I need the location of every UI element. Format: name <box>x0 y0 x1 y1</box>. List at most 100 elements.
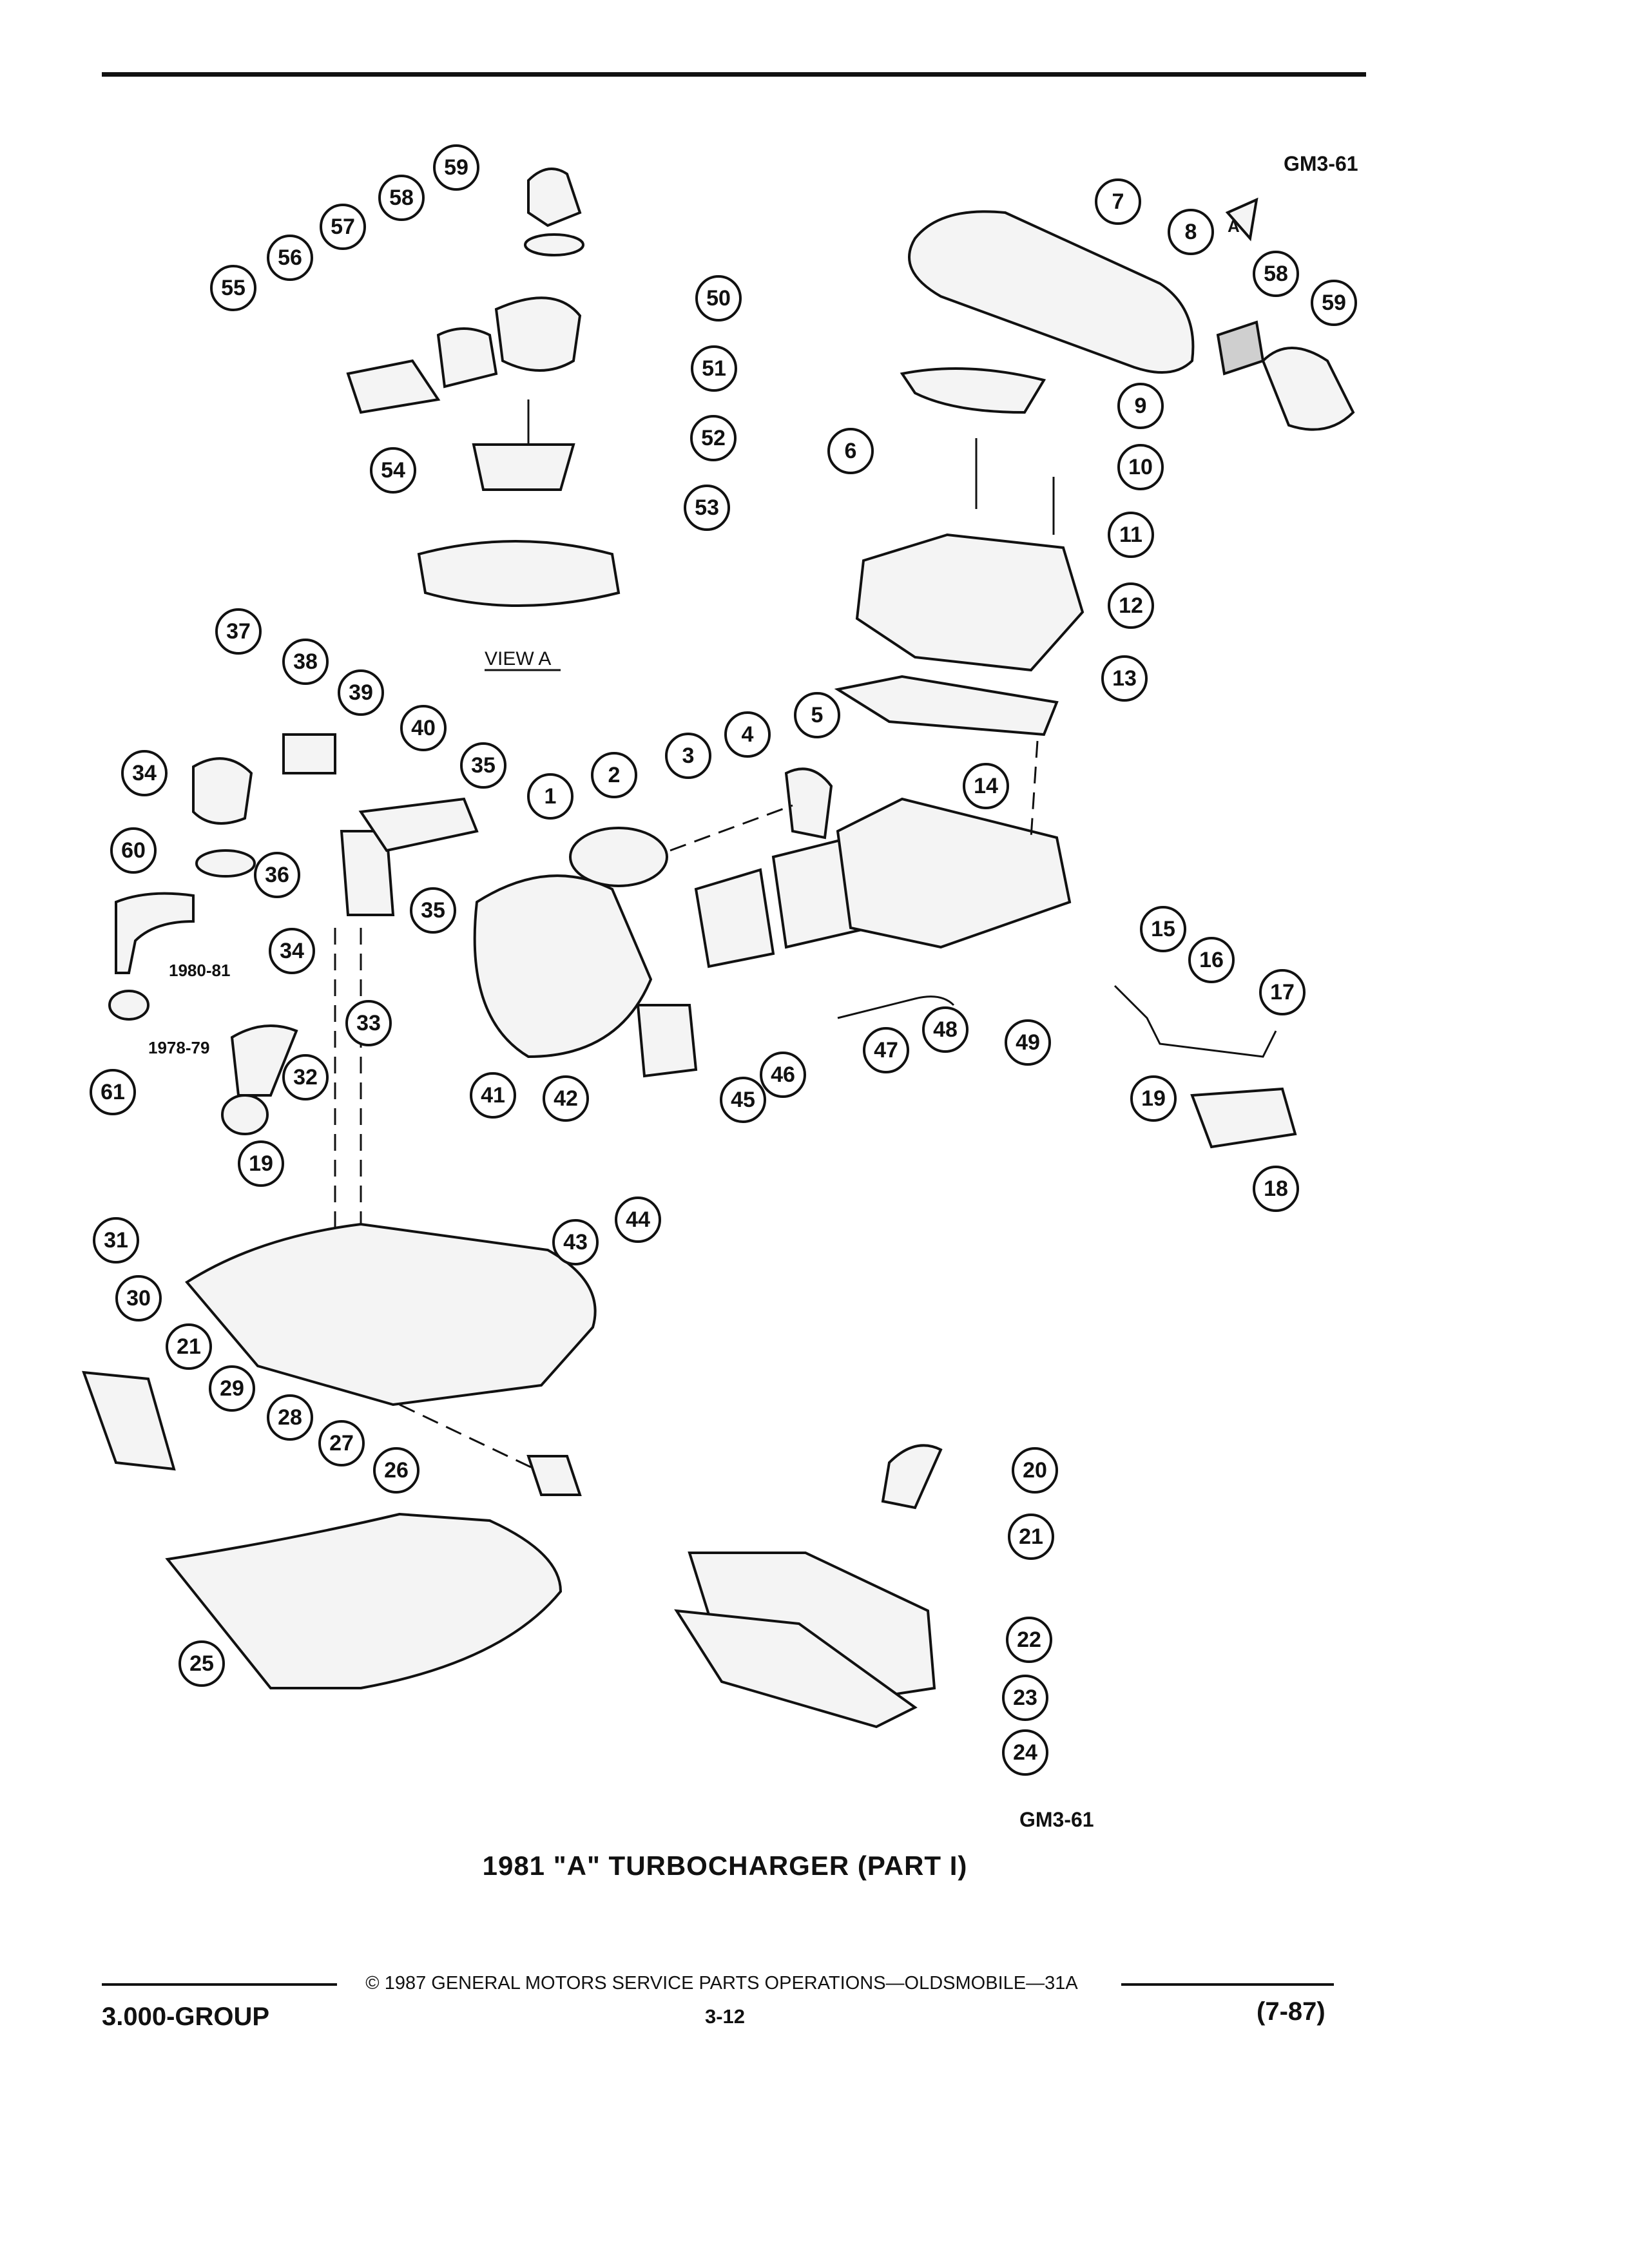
callout: 12 <box>1108 582 1154 629</box>
intake-manifold-part <box>184 1222 597 1407</box>
view-a-assembly: VIEW A <box>346 168 621 671</box>
svg-text:51: 51 <box>702 356 726 381</box>
direction-arrow <box>1225 197 1258 242</box>
footer-rule-left <box>102 1983 337 1986</box>
callout: 47 <box>863 1027 909 1073</box>
svg-text:61: 61 <box>101 1080 125 1104</box>
left-pipes-assembly <box>108 733 479 1237</box>
callout: 7 <box>1095 178 1141 225</box>
gasket-part <box>900 367 1046 414</box>
svg-text:49: 49 <box>1016 1030 1040 1055</box>
callout: 26 <box>373 1447 419 1494</box>
callout: 11 <box>1108 512 1154 558</box>
svg-text:35: 35 <box>471 753 496 778</box>
pipe-part <box>340 830 395 916</box>
footer-group: 3.000-GROUP <box>102 2003 270 2031</box>
callout: 19 <box>1130 1075 1177 1122</box>
air-cleaner-assembly: A <box>834 197 1355 736</box>
svg-text:9: 9 <box>1135 394 1147 418</box>
footer-date: (7-87) <box>1257 1997 1325 2026</box>
callout: 29 <box>209 1365 255 1412</box>
callout: 56 <box>267 235 313 281</box>
svg-text:43: 43 <box>563 1230 588 1254</box>
callout-group: 1 2 3 4 5 6 7 8 9 10 11 12 13 14 15 16 1… <box>90 144 1357 1776</box>
svg-text:59: 59 <box>1322 291 1346 315</box>
clamp-part <box>524 233 584 256</box>
elbow-left-part <box>230 1024 298 1097</box>
svg-text:33: 33 <box>356 1011 381 1035</box>
callout: 5 <box>794 692 840 738</box>
svg-text:58: 58 <box>389 186 414 210</box>
callout: 19 <box>238 1140 284 1187</box>
callout: 34 <box>269 928 315 974</box>
svg-text:19: 19 <box>1141 1086 1166 1111</box>
callout: 48 <box>922 1006 969 1053</box>
callout: 36 <box>254 852 300 898</box>
turbo-inlet-part <box>569 827 668 887</box>
svg-text:32: 32 <box>293 1065 318 1090</box>
mount-part <box>472 443 575 491</box>
figure-code-top: GM3-61 <box>1284 152 1358 175</box>
downpipe-part <box>636 1004 698 1078</box>
callout: 46 <box>760 1052 806 1098</box>
plate-part <box>282 733 336 774</box>
svg-text:30: 30 <box>126 1286 151 1311</box>
intake-manifold-assembly <box>82 1222 597 1496</box>
callout: 25 <box>178 1640 225 1687</box>
valve-cover-gasket-part <box>674 1609 918 1729</box>
callout: 34 <box>121 750 168 796</box>
air-cleaner-cover-part <box>908 210 1195 374</box>
svg-text:7: 7 <box>1112 189 1124 214</box>
callout: 23 <box>1002 1675 1048 1721</box>
callout: 53 <box>684 485 730 531</box>
callout: 16 <box>1188 937 1235 983</box>
callout: 42 <box>543 1075 589 1122</box>
callout: 58 <box>1253 251 1299 297</box>
hose-right-part <box>1261 347 1355 431</box>
callout: 4 <box>724 711 771 758</box>
footer-rule-right <box>1121 1983 1334 1986</box>
svg-text:34: 34 <box>280 939 304 963</box>
tube-part <box>115 892 195 974</box>
svg-text:1: 1 <box>545 784 557 809</box>
svg-text:56: 56 <box>278 245 302 270</box>
svg-text:36: 36 <box>265 863 289 887</box>
seal-part <box>195 849 256 878</box>
callout: 43 <box>552 1219 599 1265</box>
callout: 13 <box>1101 655 1148 702</box>
alignment-line-2 <box>670 804 793 852</box>
svg-text:48: 48 <box>933 1017 958 1042</box>
svg-text:17: 17 <box>1270 980 1295 1004</box>
svg-text:57: 57 <box>331 215 355 239</box>
svg-text:39: 39 <box>349 680 373 705</box>
callout: 22 <box>1006 1617 1052 1663</box>
callout: 32 <box>282 1054 329 1100</box>
callout: 10 <box>1117 444 1164 490</box>
svg-text:45: 45 <box>731 1088 755 1112</box>
svg-text:50: 50 <box>706 286 731 311</box>
svg-text:24: 24 <box>1013 1740 1037 1765</box>
alignment-line-5 <box>399 1403 535 1470</box>
callout: 28 <box>267 1394 313 1441</box>
cover-plate-part <box>82 1370 176 1471</box>
callout: 35 <box>460 742 506 789</box>
svg-text:54: 54 <box>381 458 405 483</box>
callout: 33 <box>345 1000 392 1046</box>
svg-text:41: 41 <box>481 1083 505 1108</box>
callout: 58 <box>378 175 425 221</box>
callout: 31 <box>93 1217 139 1264</box>
turbo-housing-part <box>473 874 653 1059</box>
figure-code-bottom: GM3-61 <box>1019 1808 1094 1831</box>
callout: 35 <box>410 887 456 934</box>
callout: 27 <box>318 1420 365 1466</box>
svg-text:25: 25 <box>189 1651 214 1676</box>
view-a-label: VIEW A <box>485 648 551 669</box>
svg-text:19: 19 <box>249 1151 273 1176</box>
callout: 39 <box>338 669 384 716</box>
callout: 18 <box>1253 1166 1299 1212</box>
callout: 45 <box>720 1077 766 1123</box>
callout: 38 <box>282 639 329 685</box>
turbo-gasket-part <box>694 868 775 968</box>
figure-caption: 1981 "A" TURBOCHARGER (PART I) <box>482 1850 968 1881</box>
svg-text:16: 16 <box>1199 948 1224 972</box>
